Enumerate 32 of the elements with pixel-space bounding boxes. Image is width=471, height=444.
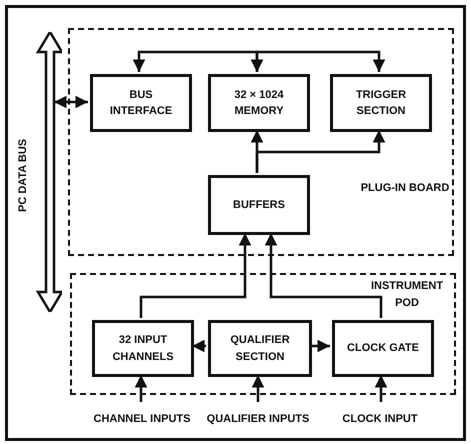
process-box [208,175,310,235]
arrow [256,130,386,173]
input-label: CLOCK INPUT [342,412,418,428]
process-box [92,320,194,377]
arrow [310,340,330,352]
box-label: BUFFERS [232,198,286,213]
group-label: PLUG-IN BOARD [360,181,450,196]
input-label: QUALIFIER INPUTS [206,412,310,428]
box-label: 32 × 1024 MEMORY [233,88,285,119]
arrow [264,233,382,318]
box-label: CLOCK GATE [346,341,420,356]
box-label: TRIGGER SECTION [354,88,408,119]
dashed-boundary [68,28,454,256]
box-label: 32 INPUT CHANNELS [111,333,175,364]
box-label: QUALIFIER SECTION [229,333,291,364]
bus-label: PC DATA BUS [17,138,29,212]
arrow [252,375,264,402]
input-label: CHANNEL INPUTS [94,412,190,428]
process-box [90,74,192,132]
process-box [332,320,434,377]
arrow [192,340,206,352]
box-label: BUS INTERFACE [108,88,174,119]
arrow [134,375,148,402]
arrow [54,96,88,108]
process-box [208,320,312,377]
process-box [330,74,432,132]
arrow [374,375,388,402]
dashed-boundary [70,273,456,395]
process-box [208,74,310,132]
arrow [250,50,386,72]
arrow [140,233,252,318]
group-label: INSTRUMENT POD [370,279,444,310]
